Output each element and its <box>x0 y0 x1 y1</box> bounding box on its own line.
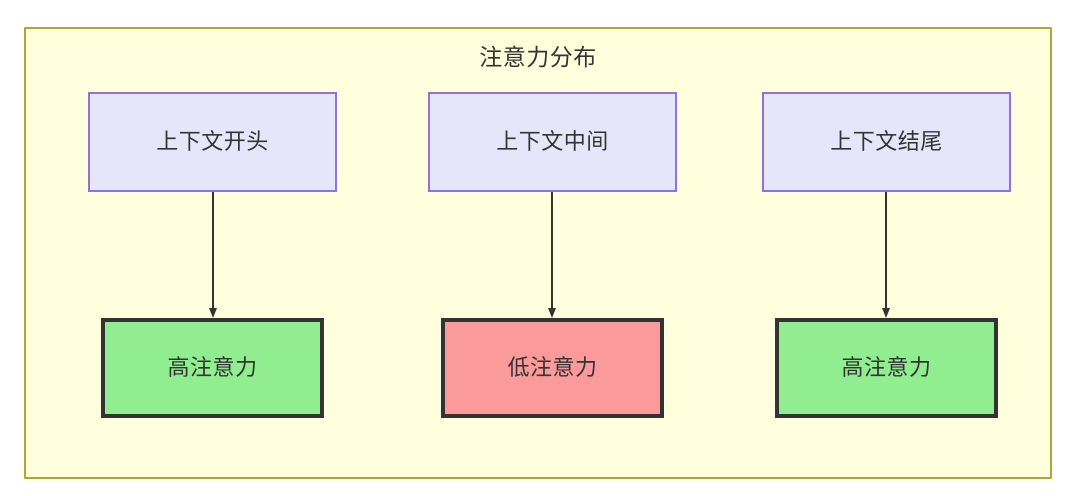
diagram-title: 注意力分布 <box>479 44 597 70</box>
node-context-middle[interactable]: 上下文中间 <box>428 92 677 192</box>
node-context-start[interactable]: 上下文开头 <box>88 92 337 192</box>
node-context-end[interactable]: 上下文结尾 <box>762 92 1011 192</box>
node-attention-high-end[interactable]: 高注意力 <box>775 318 998 418</box>
node-attention-high-start[interactable]: 高注意力 <box>101 318 324 418</box>
node-attention-low-middle[interactable]: 低注意力 <box>441 318 664 418</box>
